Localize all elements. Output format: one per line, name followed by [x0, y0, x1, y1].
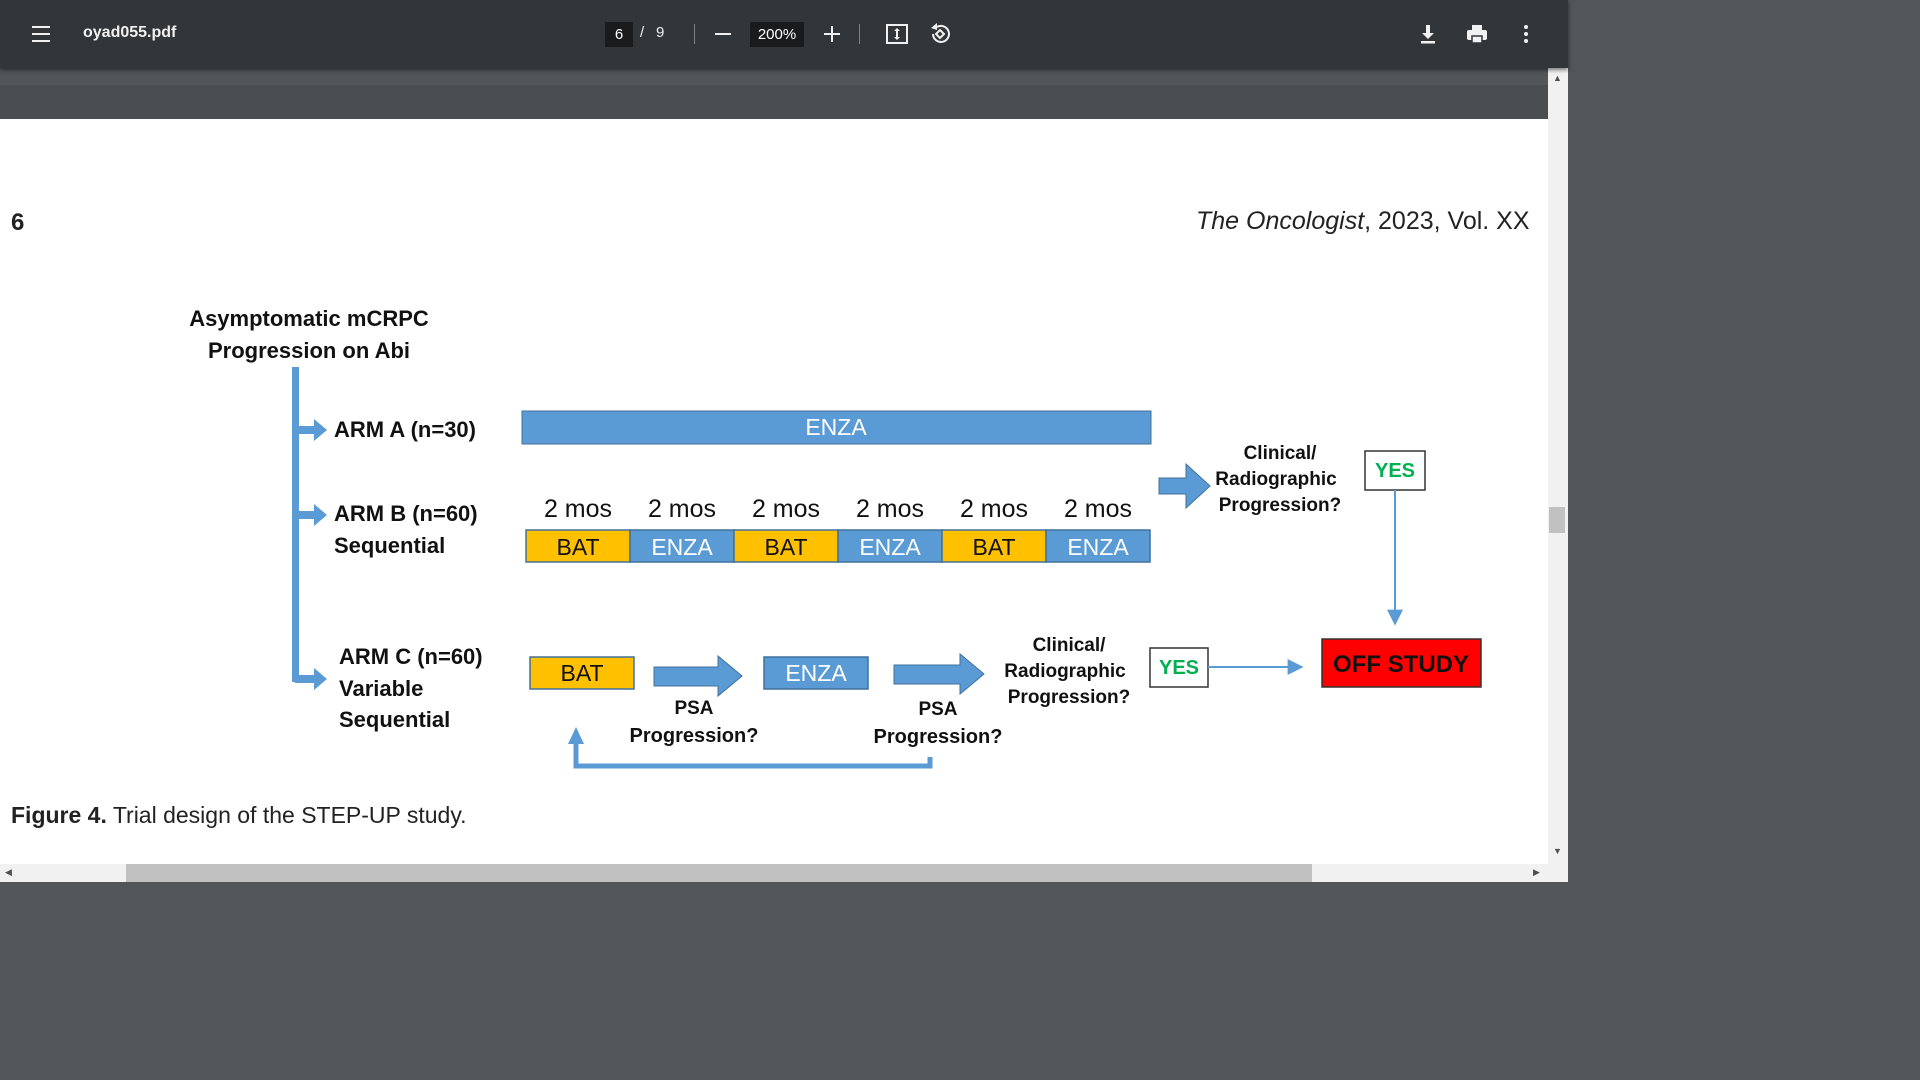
population-line-2: Progression on Abi	[208, 338, 410, 363]
toolbar-divider	[694, 24, 695, 44]
bottom-yes-label: YES	[1159, 657, 1199, 679]
arm-b-segment-label: ENZA	[859, 534, 921, 560]
arm-b-bat-segment	[525, 529, 631, 563]
arm-b-duration-label: 2 mos	[648, 495, 716, 523]
loop-back-arrowhead	[568, 727, 584, 744]
zoom-in-button[interactable]	[822, 24, 842, 44]
journal-citation: , 2023, Vol. XX	[1364, 207, 1530, 235]
top-yes-label: YES	[1375, 460, 1415, 482]
vertical-scroll-thumb[interactable]	[1549, 507, 1565, 533]
arm-b-bat-segment	[733, 529, 839, 563]
running-header: The Oncologist, 2023, Vol. XX	[1196, 207, 1530, 236]
arm-b-duration-label: 2 mos	[752, 495, 820, 523]
page-number: 6	[11, 209, 25, 236]
psa-1-line-2: Progression?	[630, 725, 759, 747]
figure-caption: Figure 4. Trial design of the STEP-UP st…	[11, 802, 467, 829]
bottom-yes-box	[1149, 647, 1209, 688]
arm-a-branch-arrow	[299, 419, 327, 441]
figure-caption-text: Trial design of the STEP-UP study.	[106, 802, 467, 828]
scroll-left-arrow-icon[interactable]: ◀	[5, 867, 12, 877]
pdf-page: 6 The Oncologist, 2023, Vol. XX Asymptom…	[0, 119, 1548, 864]
hamburger-menu-icon[interactable]	[24, 20, 58, 48]
more-vertical-icon[interactable]	[1513, 21, 1539, 47]
arm-b-segments: BAT ENZA BAT ENZA BAT ENZA	[525, 529, 1151, 563]
vertical-scrollbar[interactable]	[1548, 68, 1568, 864]
arm-c-enza-box	[763, 656, 869, 690]
arm-b-enza-segment	[629, 529, 735, 563]
arm-a-enza-bar	[521, 410, 1152, 445]
arm-b-to-progression-arrow	[1158, 462, 1211, 510]
arm-c-label-line-1: ARM C (n=60)	[339, 644, 483, 669]
arm-b-duration-label: 2 mos	[856, 495, 924, 523]
psa-arrow-2	[893, 652, 985, 696]
previous-page-edge	[0, 85, 1548, 119]
figure-caption-label: Figure 4.	[11, 802, 107, 828]
off-study-label: OFF STUDY	[1333, 651, 1469, 678]
arm-b-segment-label: BAT	[764, 534, 807, 560]
print-icon[interactable]	[1464, 21, 1490, 47]
journal-name: The Oncologist	[1196, 207, 1365, 235]
arm-c-enza-label: ENZA	[785, 660, 847, 686]
off-study-box	[1321, 638, 1482, 688]
zoom-level-input[interactable]: 200%	[750, 22, 804, 47]
randomization-tree	[292, 367, 327, 690]
arm-b-bat-segment	[941, 529, 1047, 563]
arm-b-duration-label: 2 mos	[544, 495, 612, 523]
arm-b-enza-segment	[1045, 529, 1151, 563]
arm-b-duration-label: 2 mos	[1064, 495, 1132, 523]
psa-arrow-1	[653, 654, 743, 698]
scroll-up-arrow-icon[interactable]: ▲	[1553, 73, 1562, 83]
scrollbar-corner	[1548, 864, 1568, 882]
download-icon[interactable]	[1415, 21, 1441, 47]
psa-2-line-2: Progression?	[874, 726, 1003, 748]
arm-b-label-line-1: ARM B (n=60)	[334, 501, 478, 526]
arm-c-label-line-3: Sequential	[339, 707, 450, 732]
arm-a-enza-label: ENZA	[805, 414, 867, 440]
top-progression-q-line-1: Clinical/	[1244, 443, 1318, 464]
pdf-toolbar: oyad055.pdf 6 / 9 200%	[0, 0, 1568, 68]
arm-b-durations: 2 mos 2 mos 2 mos 2 mos 2 mos 2 mos	[544, 495, 1132, 523]
top-progression-q-line-2: Radiographic	[1215, 469, 1337, 490]
page-separator: /	[640, 24, 645, 41]
scroll-down-arrow-icon[interactable]: ▼	[1553, 846, 1562, 856]
bottom-progression-q-line-2: Radiographic	[1004, 661, 1126, 682]
arm-c-label-line-2: Variable	[339, 676, 423, 701]
arm-b-enza-segment	[837, 529, 943, 563]
arm-b-segment-label: BAT	[556, 534, 599, 560]
toolbar-divider	[859, 24, 860, 44]
arm-b-duration-label: 2 mos	[960, 495, 1028, 523]
total-pages: 9	[656, 24, 665, 41]
arm-c-bat-box	[529, 656, 635, 690]
top-yes-box	[1364, 450, 1426, 491]
bottom-progression-q-line-1: Clinical/	[1033, 635, 1107, 656]
zoom-out-button[interactable]	[713, 24, 733, 44]
population-line-1: Asymptomatic mCRPC	[189, 306, 429, 331]
arm-b-segment-label: ENZA	[1067, 534, 1129, 560]
arm-b-segment-label: BAT	[972, 534, 1015, 560]
arm-c-branch-arrow	[295, 668, 327, 690]
bottom-progression-q-line-3: Progression?	[1008, 687, 1130, 708]
arm-b-branch-arrow	[299, 504, 327, 526]
rotate-icon[interactable]	[927, 21, 953, 47]
arm-a-label: ARM A (n=30)	[334, 417, 476, 442]
trial-design-figure: Asymptomatic mCRPC Progression on Abi AR…	[189, 306, 1482, 769]
arm-b-label-line-2: Sequential	[334, 533, 445, 558]
loop-back-connector	[573, 742, 933, 769]
arm-c-bat-label: BAT	[560, 660, 603, 686]
horizontal-scroll-thumb[interactable]	[126, 864, 1312, 882]
scroll-right-arrow-icon[interactable]: ▶	[1533, 867, 1540, 877]
psa-1-line-1: PSA	[674, 698, 713, 719]
current-page-input[interactable]: 6	[605, 22, 633, 47]
top-progression-q-line-3: Progression?	[1219, 495, 1341, 516]
psa-2-line-1: PSA	[918, 699, 957, 720]
arm-b-segment-label: ENZA	[651, 534, 713, 560]
file-name: oyad055.pdf	[83, 24, 177, 41]
fit-page-icon[interactable]	[884, 21, 910, 47]
